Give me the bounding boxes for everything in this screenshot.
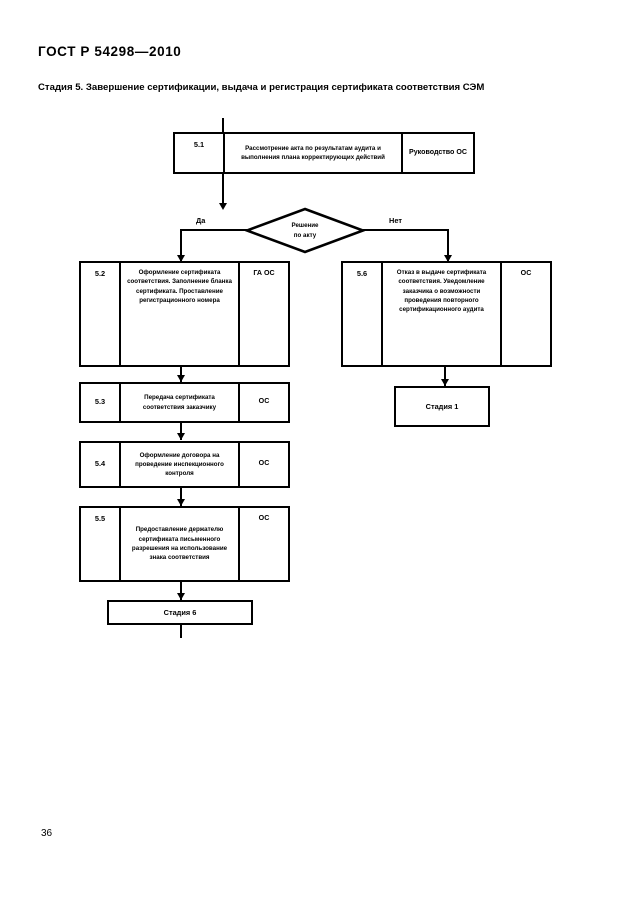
- flow-node-5-5-number: 5.5: [81, 508, 121, 580]
- connector-no-vertical: [447, 229, 449, 261]
- flow-node-5-3-actor: ОС: [258, 397, 270, 406]
- flow-node-5-1-actor: Руководство ОС: [408, 147, 467, 156]
- connector-5-3-to-5-4: [180, 423, 182, 440]
- connector-5-5-to-stage-6: [180, 582, 182, 600]
- connector-into-node-5-1: [222, 118, 224, 132]
- decision-diamond: Решение по акту: [245, 207, 365, 254]
- decision-no-label: Нет: [389, 216, 402, 225]
- arrowhead-into-stage-6: [177, 593, 185, 600]
- flow-node-5-6-text: Отказ в выдаче сертификата соответствия.…: [383, 263, 502, 365]
- arrowhead-into-node-5-5: [177, 499, 185, 506]
- arrowhead-into-node-5-2: [177, 255, 185, 262]
- arrowhead-into-decision: [219, 203, 227, 210]
- flow-node-5-5-actor: ОС: [258, 514, 270, 522]
- flow-node-5-4: 5.4 Оформление договора на проведение ин…: [79, 441, 290, 488]
- flow-node-5-2-actor: ГА ОС: [253, 269, 275, 277]
- flow-node-5-6: 5.6 Отказ в выдаче сертификата соответст…: [341, 261, 552, 367]
- arrowhead-into-node-5-6: [444, 255, 452, 262]
- page-number: 36: [41, 828, 53, 839]
- flow-node-5-5: 5.5 Предоставление держателю сертификата…: [79, 506, 290, 582]
- flow-node-5-3: 5.3 Передача сертификата соответствия за…: [79, 382, 290, 423]
- flow-node-5-1-number: 5.1: [175, 134, 225, 172]
- flow-node-5-3-number: 5.3: [81, 384, 121, 421]
- connector-5-4-to-5-5: [180, 488, 182, 506]
- decision-yes-label: Да: [196, 216, 206, 225]
- standard-number-title: ГОСТ Р 54298—2010: [38, 44, 182, 59]
- flow-node-5-1: 5.1 Рассмотрение акта по результатам ауд…: [173, 132, 475, 174]
- flow-node-5-4-number: 5.4: [81, 443, 121, 486]
- connector-yes-vertical: [180, 229, 182, 261]
- connector-no-horizontal: [363, 229, 449, 231]
- arrowhead-into-stage-1: [441, 379, 449, 386]
- flow-node-5-4-actor: ОС: [258, 459, 270, 468]
- decision-diamond-shape: [245, 207, 365, 254]
- connector-yes-horizontal: [180, 229, 247, 231]
- connector-5-6-to-stage-1: [444, 367, 446, 386]
- connector-out-of-stage-6: [180, 625, 182, 638]
- arrowhead-into-node-5-3: [177, 375, 185, 382]
- terminator-stage-1: Стадия 1: [394, 386, 490, 427]
- connector-5-2-to-5-3: [180, 367, 182, 382]
- flow-node-5-6-actor: ОС: [520, 269, 532, 277]
- terminator-stage-6: Стадия 6: [107, 600, 253, 625]
- flow-node-5-1-text: Рассмотрение акта по результатам аудита …: [225, 134, 403, 172]
- arrowhead-into-node-5-4: [177, 433, 185, 440]
- flow-node-5-3-text: Передача сертификата соответствия заказч…: [121, 384, 240, 421]
- flow-node-5-5-text: Предоставление держателю сертификата пис…: [121, 508, 240, 580]
- flow-node-5-6-number: 5.6: [343, 263, 383, 365]
- flow-node-5-4-text: Оформление договора на проведение инспек…: [121, 443, 240, 486]
- flow-node-5-2-number: 5.2: [81, 263, 121, 365]
- connector-5-1-to-decision: [222, 174, 224, 206]
- flow-node-5-2-text: Оформление сертификата соответствия. Зап…: [121, 263, 240, 365]
- flow-node-5-2: 5.2 Оформление сертификата соответствия.…: [79, 261, 290, 367]
- stage-heading: Стадия 5. Завершение сертификации, выдач…: [38, 82, 485, 93]
